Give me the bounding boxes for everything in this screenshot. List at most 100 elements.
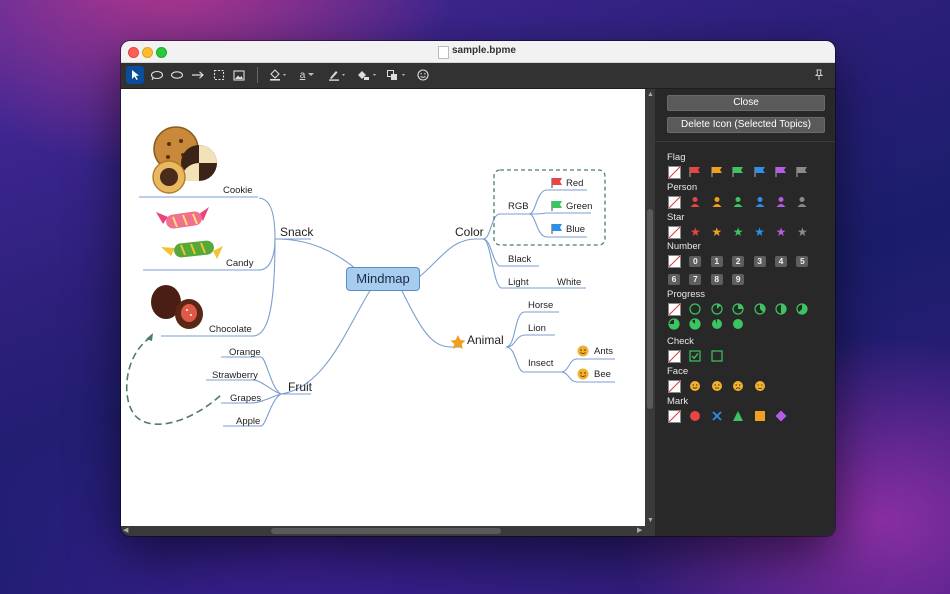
flag-red-icon[interactable] [688,165,702,179]
text-color-button[interactable]: a [296,66,318,84]
flag-blue-icon[interactable] [753,165,767,179]
star-green-icon[interactable]: ★ [732,225,744,239]
topic-style-button[interactable] [355,66,379,84]
progress-full-icon[interactable] [731,317,745,331]
pin-button[interactable] [811,66,827,84]
progress-1-8-icon[interactable] [710,302,724,316]
lasso-tool-button[interactable] [148,66,166,84]
face-sad-icon[interactable] [731,379,745,393]
zoom-window-button[interactable] [156,47,167,58]
person-orange-icon[interactable] [710,195,724,209]
horizontal-scrollbar[interactable]: ◀ ▶ [121,526,655,536]
flag-gray-icon[interactable] [795,165,809,179]
star-gray-icon[interactable]: ★ [796,225,808,239]
topic-green[interactable]: Green [566,201,593,212]
topic-chocolate[interactable]: Chocolate [209,324,252,335]
close-button[interactable]: Close [667,95,825,111]
topic-animal[interactable]: Animal [467,333,504,347]
mark-diamond-icon[interactable] [774,409,788,423]
topic-lion[interactable]: Lion [528,323,546,334]
topic-apple[interactable]: Apple [236,416,261,427]
person-gray-icon[interactable] [795,195,809,209]
ellipse-tool-button[interactable] [168,66,186,84]
mark-circle-icon[interactable] [688,409,702,423]
root-topic[interactable]: Mindmap [346,267,420,291]
number-0-icon[interactable]: 0 [688,254,702,268]
progress-0-icon[interactable] [688,302,702,316]
progress-1-2-icon[interactable] [774,302,788,316]
arrange-button[interactable] [385,66,409,84]
topic-cookie[interactable]: Cookie [223,185,253,196]
no-icon-option[interactable] [667,409,681,423]
progress-7-8-icon[interactable] [688,317,702,331]
flag-orange-icon[interactable] [710,165,724,179]
number-1-icon[interactable]: 1 [710,254,724,268]
topic-black[interactable]: Black [508,254,532,265]
topic-light[interactable]: Light [508,277,529,288]
topic-insect[interactable]: Insect [528,358,554,369]
topic-grapes[interactable]: Grapes [230,393,262,404]
select-tool-button[interactable] [126,66,144,84]
mark-square-icon[interactable] [753,409,767,423]
person-blue-icon[interactable] [753,195,767,209]
no-icon-option[interactable] [667,349,681,363]
topic-candy[interactable]: Candy [226,258,254,269]
scroll-down-icon[interactable]: ▼ [647,517,654,524]
star-red-icon[interactable]: ★ [690,225,701,239]
face-sleepy-icon[interactable] [753,379,767,393]
topic-fruit[interactable]: Fruit [288,380,312,394]
topic-ants[interactable]: Ants [594,346,614,357]
arrow-tool-button[interactable] [189,66,207,84]
minimize-window-button[interactable] [142,47,153,58]
number-7-icon[interactable]: 7 [688,272,702,286]
mark-triangle-icon[interactable] [731,409,745,423]
person-red-icon[interactable] [688,195,702,209]
scroll-right-icon[interactable]: ▶ [637,527,643,534]
flag-green-icon[interactable] [731,165,745,179]
no-icon-option[interactable] [667,379,681,393]
star-orange-icon[interactable]: ★ [711,225,723,239]
unchecked-box-icon[interactable] [710,349,724,363]
number-4-icon[interactable]: 4 [774,254,788,268]
topic-bee[interactable]: Bee [594,369,611,380]
topic-strawberry[interactable]: Strawberry [212,370,258,381]
progress-5-8-icon[interactable] [795,302,809,316]
no-icon-option[interactable] [667,254,681,268]
mark-cross-icon[interactable] [710,409,724,423]
close-window-button[interactable] [128,47,139,58]
progress-1-4-icon[interactable] [731,302,745,316]
number-2-icon[interactable]: 2 [731,254,745,268]
topic-horse[interactable]: Horse [528,300,554,311]
person-green-icon[interactable] [731,195,745,209]
topic-red[interactable]: Red [566,178,584,189]
no-icon-option[interactable] [667,195,681,209]
number-3-icon[interactable]: 3 [753,254,767,268]
image-tool-button[interactable] [230,66,248,84]
fill-color-button[interactable] [267,66,289,84]
mindmap-canvas[interactable]: Mindmap Snack Cookie Candy Chocolate Fru… [121,89,645,526]
progress-3-4-icon[interactable] [667,317,681,331]
number-5-icon[interactable]: 5 [795,254,809,268]
delete-icon-button[interactable]: Delete Icon (Selected Topics) [667,117,825,133]
star-purple-icon[interactable]: ★ [775,225,787,239]
number-8-icon[interactable]: 8 [710,272,724,286]
rect-select-tool-button[interactable] [210,66,228,84]
progress-almost-icon[interactable] [710,317,724,331]
face-neutral-icon[interactable] [710,379,724,393]
topic-blue[interactable]: Blue [566,224,586,235]
topic-white[interactable]: White [557,277,582,288]
topic-rgb[interactable]: RGB [508,201,529,212]
emoji-button[interactable] [414,66,432,84]
no-icon-option[interactable] [667,302,681,316]
scroll-up-icon[interactable]: ▲ [647,91,654,98]
topic-orange[interactable]: Orange [229,347,261,358]
no-icon-option[interactable] [667,225,681,239]
face-smile-icon[interactable] [688,379,702,393]
progress-3-8-icon[interactable] [753,302,767,316]
vertical-scrollbar[interactable]: ▲ ▼ [645,89,655,526]
number-9-icon[interactable]: 9 [731,272,745,286]
flag-purple-icon[interactable] [774,165,788,179]
star-blue-icon[interactable]: ★ [754,225,765,239]
checked-box-icon[interactable] [688,349,702,363]
horizontal-scroll-thumb[interactable] [271,528,501,534]
